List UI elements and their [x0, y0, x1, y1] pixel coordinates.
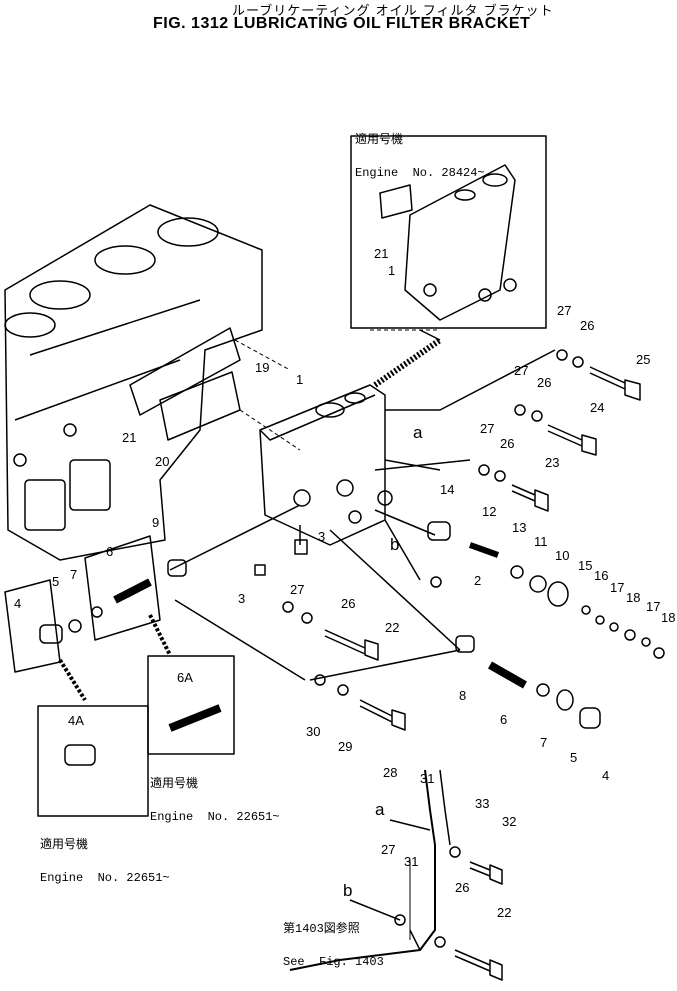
- ref-letter-a: a: [413, 423, 423, 442]
- inset-box-top: [350, 135, 547, 329]
- part-label-27: 27: [381, 842, 395, 857]
- part-label-7: 7: [70, 567, 77, 582]
- part-label-18: 18: [661, 610, 675, 625]
- part-label-26: 26: [537, 375, 551, 390]
- see-figure-note: 第1403図参照 See Fig. 1403: [283, 902, 384, 990]
- part-label-13: 13: [512, 520, 526, 535]
- part-label-14: 14: [440, 482, 454, 497]
- part-label-26: 26: [455, 880, 469, 895]
- applicability-note-mid: 適用号機 Engine No. 22651~: [150, 757, 280, 845]
- part-label-1: 1: [296, 372, 303, 387]
- title-english: FIG. 1312 LUBRICATING OIL FILTER BRACKET: [153, 15, 531, 32]
- part-label-19: 19: [255, 360, 269, 375]
- part-label-15: 15: [578, 558, 592, 573]
- part-label-10: 10: [555, 548, 569, 563]
- inset-bracket: [404, 164, 516, 321]
- part-label-30: 30: [306, 724, 320, 739]
- part-label-27: 27: [514, 363, 528, 378]
- part-label-17: 17: [646, 599, 660, 614]
- part-label-3: 3: [238, 591, 245, 606]
- part-label-6: 6: [106, 544, 113, 559]
- gasket-21: [129, 327, 241, 416]
- part-label-26: 26: [580, 318, 594, 333]
- part-label-4: 4: [602, 768, 609, 783]
- part-label-23: 23: [545, 455, 559, 470]
- engine-block: [4, 204, 263, 561]
- part-label-8: 8: [459, 688, 466, 703]
- part-label-2: 2: [474, 573, 481, 588]
- part-label-17: 17: [610, 580, 624, 595]
- filter-bracket-1: [259, 384, 393, 546]
- part-label-24: 24: [590, 400, 604, 415]
- part-label-28: 28: [383, 765, 397, 780]
- part-label-11: 11: [534, 534, 548, 549]
- part-label-9: 9: [152, 515, 159, 530]
- part-label-5: 5: [570, 750, 577, 765]
- part-label-12: 12: [482, 504, 496, 519]
- part-label-25: 25: [636, 352, 650, 367]
- note-jp: 第1403図参照: [283, 922, 360, 936]
- part-label-5: 5: [52, 574, 59, 589]
- applicability-note-top: 適用号機 Engine No. 28424~: [355, 113, 485, 201]
- part-label-27: 27: [290, 582, 304, 597]
- ref-letter-b: b: [390, 535, 399, 554]
- part-label-31: 31: [404, 854, 418, 869]
- part-label-16: 16: [594, 568, 608, 583]
- part-label-18: 18: [626, 590, 640, 605]
- part-label-22: 22: [385, 620, 399, 635]
- part-label-6: 6: [500, 712, 507, 727]
- ref-letter-b: b: [343, 881, 352, 900]
- part-label-22: 22: [497, 905, 511, 920]
- part-label-21: 21: [374, 246, 388, 261]
- part-label-33: 33: [475, 796, 489, 811]
- note-en: Engine No. 28424~: [355, 166, 485, 180]
- part-label-27: 27: [480, 421, 494, 436]
- note-en: See Fig. 1403: [283, 955, 384, 969]
- part-label-6A: 6A: [177, 670, 193, 685]
- note-en: Engine No. 22651~: [150, 810, 280, 824]
- part-label-26: 26: [500, 436, 514, 451]
- part-label-26: 26: [341, 596, 355, 611]
- note-jp: 適用号機: [40, 838, 89, 852]
- note-jp: 適用号機: [150, 777, 199, 791]
- part-label-21: 21: [122, 430, 136, 445]
- part-label-4A: 4A: [68, 713, 84, 728]
- part-label-1: 1: [388, 263, 395, 278]
- part-label-32: 32: [502, 814, 516, 829]
- part-label-29: 29: [338, 739, 352, 754]
- part-label-7: 7: [540, 735, 547, 750]
- part-label-20: 20: [155, 454, 169, 469]
- part-label-3: 3: [318, 529, 325, 544]
- part-label-27: 27: [557, 303, 571, 318]
- ref-letter-a: a: [375, 800, 385, 819]
- note-en: Engine No. 22651~: [40, 871, 170, 885]
- title-japanese: ルーブリケーティング オイル フィルタ ブラケット: [232, 4, 554, 19]
- note-jp: 適用号機: [355, 133, 404, 147]
- applicability-note-left: 適用号機 Engine No. 22651~: [40, 818, 170, 906]
- part-label-31: 31: [420, 771, 434, 786]
- part-label-4: 4: [14, 596, 21, 611]
